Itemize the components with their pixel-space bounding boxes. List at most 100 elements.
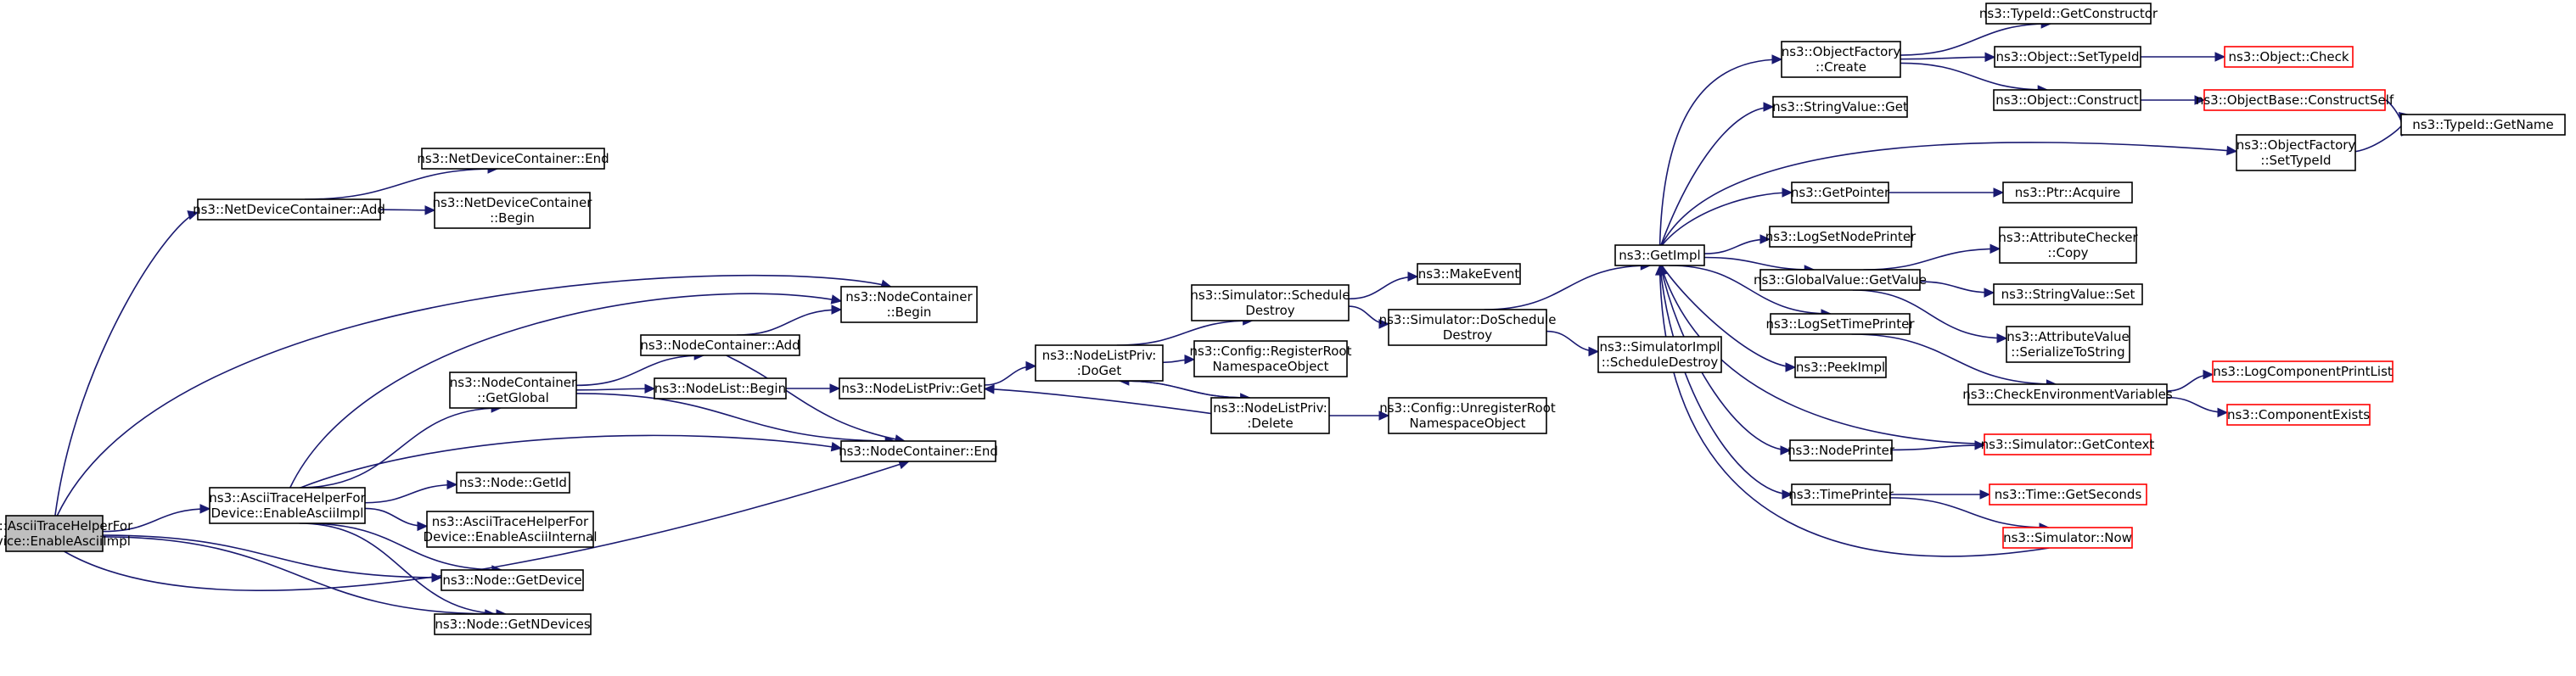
node-box bbox=[1597, 336, 1722, 373]
node-nlp-get[interactable]: ns3::NodeListPriv::Get bbox=[839, 377, 985, 399]
node-label: ::SerializeToString bbox=[2011, 344, 2124, 360]
node-label: ns3::NodeList::Begin bbox=[654, 381, 786, 396]
edge-ath_impl-to-node_getid bbox=[364, 479, 458, 504]
edge-nlp_get-to-nlp_doget bbox=[984, 360, 1037, 386]
node-label: ns3::AsciiTraceHelperFor bbox=[0, 518, 133, 534]
node-label: ::Create bbox=[1816, 59, 1866, 75]
node-box bbox=[1789, 439, 1893, 461]
node-ndc-end[interactable]: ns3::NetDeviceContainer::End bbox=[417, 148, 609, 170]
node-nlp-delete[interactable]: ns3::NodeListPriv::Delete bbox=[1210, 397, 1330, 434]
edge-sim_schedule_destroy-to-sim_doschedule_destroy bbox=[1348, 305, 1390, 329]
node-stringvalue-get[interactable]: ns3::StringValue::Get bbox=[1772, 96, 1908, 118]
call-nodes: ns3::AsciiTraceHelperForDevice::EnableAs… bbox=[0, 3, 2566, 635]
node-logcomponentprintlist[interactable]: ns3::LogComponentPrintList bbox=[2212, 360, 2394, 383]
node-simimpl-schedule-destroy[interactable]: ns3::SimulatorImpl::ScheduleDestroy bbox=[1597, 336, 1722, 373]
node-nc-getglobal[interactable]: ns3::NodeContainer::GetGlobal bbox=[449, 372, 577, 409]
node-nc-end[interactable]: ns3::NodeContainer::End bbox=[839, 440, 998, 462]
node-box bbox=[1999, 226, 2137, 264]
edge-getimpl-to-logsetnodeprinter bbox=[1703, 234, 1771, 254]
node-label: :DoGet bbox=[1077, 363, 1122, 378]
node-object-check[interactable]: ns3::Object::Check bbox=[2224, 46, 2354, 68]
node-box bbox=[1770, 313, 1911, 335]
node-sim-now[interactable]: ns3::Simulator::Now bbox=[2002, 527, 2133, 549]
node-make-event[interactable]: ns3::MakeEvent bbox=[1417, 263, 1521, 285]
node-box bbox=[2006, 326, 2130, 363]
node-getimpl[interactable]: ns3::GetImpl bbox=[1614, 244, 1705, 266]
node-label: ns3::Object::Check bbox=[2228, 49, 2349, 64]
node-getpointer[interactable]: ns3::GetPointer bbox=[1791, 182, 1890, 204]
node-nc-begin[interactable]: ns3::NodeContainer::Begin bbox=[840, 286, 978, 323]
node-box bbox=[1759, 269, 1921, 291]
arrowhead bbox=[1979, 489, 1991, 500]
node-cfg-unregister-root[interactable]: ns3::Config::UnregisterRootNamespaceObje… bbox=[1379, 397, 1556, 434]
node-label: ns3::SimulatorImpl bbox=[1599, 339, 1720, 355]
arrowhead bbox=[1984, 288, 1995, 298]
edge-line bbox=[54, 211, 199, 517]
node-of-create[interactable]: ns3::ObjectFactory::Create bbox=[1781, 41, 1901, 78]
node-attrchecker-copy[interactable]: ns3::AttributeChecker::Copy bbox=[1998, 226, 2138, 264]
node-of-settypeid[interactable]: ns3::ObjectFactory::SetTypeId bbox=[2236, 134, 2356, 171]
node-box bbox=[456, 472, 570, 494]
node-gv-getvalue[interactable]: ns3::GlobalValue::GetValue bbox=[1754, 269, 1927, 291]
arrowhead bbox=[644, 383, 656, 394]
node-label: ns3::NetDeviceContainer bbox=[433, 195, 593, 210]
node-ptr-acquire[interactable]: ns3::Ptr::Acquire bbox=[2002, 182, 2133, 204]
arrowhead bbox=[199, 504, 211, 514]
node-node-getdevice[interactable]: ns3::Node::GetDevice bbox=[441, 569, 584, 591]
node-nlp-doget[interactable]: ns3::NodeListPriv::DoGet bbox=[1035, 344, 1164, 382]
node-logsetnodeprinter[interactable]: ns3::LogSetNodePrinter bbox=[1765, 226, 1917, 248]
node-label: ns3::NetDeviceContainer::End bbox=[417, 151, 609, 166]
edge-line bbox=[726, 355, 906, 442]
node-typeid-getname[interactable]: ns3::TypeId::GetName bbox=[2400, 114, 2566, 136]
edge-line bbox=[1851, 333, 2057, 385]
arrowhead bbox=[1407, 271, 1419, 282]
arrowhead bbox=[1588, 346, 1600, 357]
arrowhead bbox=[829, 383, 841, 394]
node-object-construct[interactable]: ns3::Object::Construct bbox=[1993, 89, 2141, 111]
node-checkenv[interactable]: ns3::CheckEnvironmentVariables bbox=[1962, 383, 2173, 405]
node-sim-schedule-destroy[interactable]: ns3::Simulator::ScheduleDestroy bbox=[1190, 284, 1350, 321]
node-attrvalue-serialize[interactable]: ns3::AttributeValue::SerializeToString bbox=[2006, 326, 2130, 363]
edge-line bbox=[1119, 380, 1250, 399]
node-logsettimeprinter[interactable]: ns3::LogSetTimePrinter bbox=[1765, 313, 1915, 335]
node-object-settypeid[interactable]: ns3::Object::SetTypeId bbox=[1994, 46, 2141, 68]
node-box bbox=[2236, 134, 2356, 171]
node-node-getid[interactable]: ns3::Node::GetId bbox=[456, 472, 570, 494]
node-label: ns3::Object::Construct bbox=[1995, 92, 2139, 108]
node-nc-add[interactable]: ns3::NodeContainer::Add bbox=[640, 334, 800, 356]
node-nl-begin[interactable]: ns3::NodeList::Begin bbox=[654, 377, 787, 399]
arrowhead bbox=[417, 521, 429, 532]
edge-line bbox=[102, 536, 495, 615]
node-ath-internal[interactable]: ns3::AsciiTraceHelperForDevice::EnableAs… bbox=[424, 511, 598, 548]
node-label: NamespaceObject bbox=[1409, 416, 1525, 431]
node-ath-impl[interactable]: ns3::AsciiTraceHelperForDevice::EnableAs… bbox=[209, 487, 367, 524]
edge-line bbox=[1660, 106, 1774, 246]
edge-line bbox=[306, 522, 502, 571]
node-box bbox=[1993, 283, 2143, 305]
node-sim-getcontext[interactable]: ns3::Simulator::GetContext bbox=[1981, 433, 2155, 455]
arrowhead bbox=[1984, 52, 1996, 63]
node-box bbox=[839, 377, 985, 399]
edge-line bbox=[1661, 265, 1796, 368]
node-time-getseconds[interactable]: ns3::Time::GetSeconds bbox=[1989, 483, 2147, 506]
node-node-getndevices[interactable]: ns3::Node::GetNDevices bbox=[434, 613, 592, 635]
node-label: ns3::GetPointer bbox=[1791, 185, 1890, 200]
node-typeid-getconstructor[interactable]: ns3::TypeId::GetConstructor bbox=[1979, 3, 2158, 25]
node-componentexists[interactable]: ns3::ComponentExists bbox=[2226, 404, 2371, 426]
node-nodeprinter[interactable]: ns3::NodePrinter bbox=[1787, 439, 1895, 461]
edge-getimpl-to-getpointer bbox=[1661, 187, 1793, 246]
node-box bbox=[1781, 41, 1901, 78]
node-ndc-begin[interactable]: ns3::NetDeviceContainer::Begin bbox=[433, 192, 593, 229]
node-peekimpl[interactable]: ns3::PeekImpl bbox=[1794, 356, 1887, 378]
node-timeprinter[interactable]: ns3::TimePrinter bbox=[1788, 483, 1894, 506]
node-objectbase-constructself[interactable]: ns3::ObjectBase::ConstructSelf bbox=[2196, 89, 2394, 111]
arrowhead bbox=[2217, 407, 2229, 418]
node-ndc-add[interactable]: ns3::NetDeviceContainer::Add bbox=[193, 198, 385, 221]
edge-line bbox=[102, 508, 210, 533]
node-label: ns3::NodeListPriv::Get bbox=[841, 381, 982, 396]
node-stringvalue-set[interactable]: ns3::StringValue::Set bbox=[1993, 283, 2143, 305]
node-label: ns3::NodeContainer::Add bbox=[640, 338, 800, 353]
edge-gv_getvalue-to-stringvalue_set bbox=[1919, 281, 1995, 298]
